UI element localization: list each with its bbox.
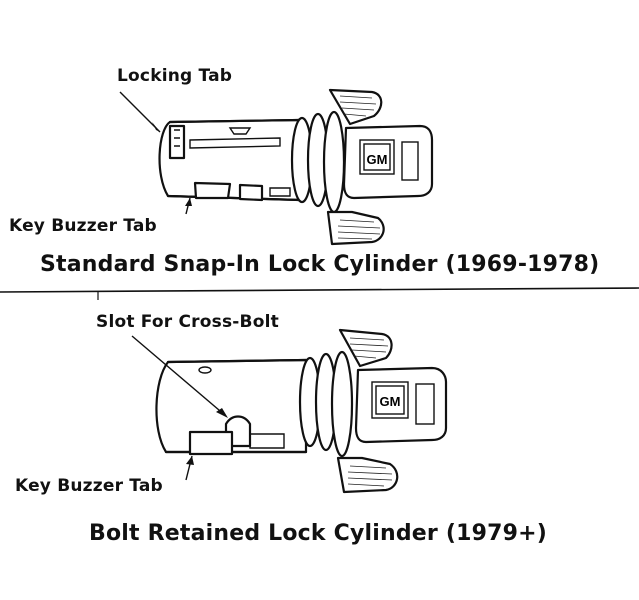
key-buzzer-tab-label-top: Key Buzzer Tab [9, 216, 157, 236]
slot-for-cross-bolt-label: Slot For Cross-Bolt [96, 312, 279, 332]
caption-snap-in: Standard Snap-In Lock Cylinder (1969-197… [40, 252, 600, 277]
key-buzzer-tab-label-bottom: Key Buzzer Tab [15, 476, 163, 496]
snap-in-lock-cylinder-drawing [119, 88, 434, 246]
locking-tab-label: Locking Tab [117, 66, 233, 86]
bolt-retained-lock-cylinder-drawing [131, 328, 448, 494]
gm-logo-top: GM [367, 152, 388, 167]
section-divider [0, 287, 639, 293]
caption-bolt-retained: Bolt Retained Lock Cylinder (1979+) [89, 521, 547, 546]
gm-logo-bottom: GM [380, 394, 401, 409]
